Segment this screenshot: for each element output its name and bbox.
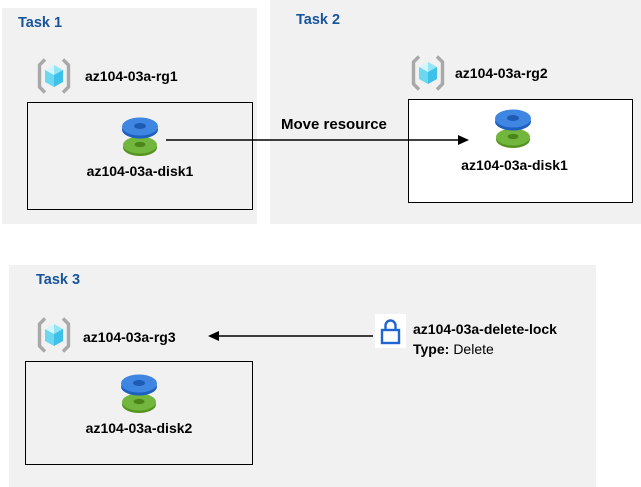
task3-panel	[9, 265, 596, 487]
delete-lock-label: az104-03a-delete-lock	[413, 321, 557, 337]
task1-disk-label: az104-03a-disk1	[86, 163, 194, 179]
disk-icon	[116, 371, 162, 415]
task3-resource-group-label: az104-03a-rg3	[83, 329, 176, 345]
lock-type-value: Delete	[453, 341, 494, 357]
task2-disk-box	[408, 99, 633, 203]
task1-resource-group-label: az104-03a-rg1	[85, 68, 178, 84]
task3-title: Task 3	[36, 272, 81, 288]
task1-disk-box	[27, 102, 253, 210]
move-resource-arrow	[166, 133, 469, 147]
disk-icon	[117, 114, 163, 158]
task2-title: Task 2	[296, 12, 341, 28]
resource-group-icon	[33, 57, 75, 95]
delete-lock-arrow	[208, 330, 373, 342]
task3-disk-label: az104-03a-disk2	[85, 420, 193, 436]
disk-icon	[490, 106, 536, 150]
delete-lock-type: Type:Delete	[413, 341, 494, 357]
task1-panel	[2, 8, 257, 224]
task3-disk-box	[25, 361, 253, 465]
lock-type-key: Type:	[413, 341, 450, 357]
resource-group-icon	[407, 54, 449, 92]
move-resource-label: Move resource	[281, 116, 387, 133]
task2-disk-label: az104-03a-disk1	[461, 157, 568, 173]
task1-title: Task 1	[18, 15, 63, 31]
resource-group-icon	[33, 316, 75, 354]
task2-resource-group-label: az104-03a-rg2	[455, 65, 548, 81]
lock-icon	[375, 314, 406, 348]
